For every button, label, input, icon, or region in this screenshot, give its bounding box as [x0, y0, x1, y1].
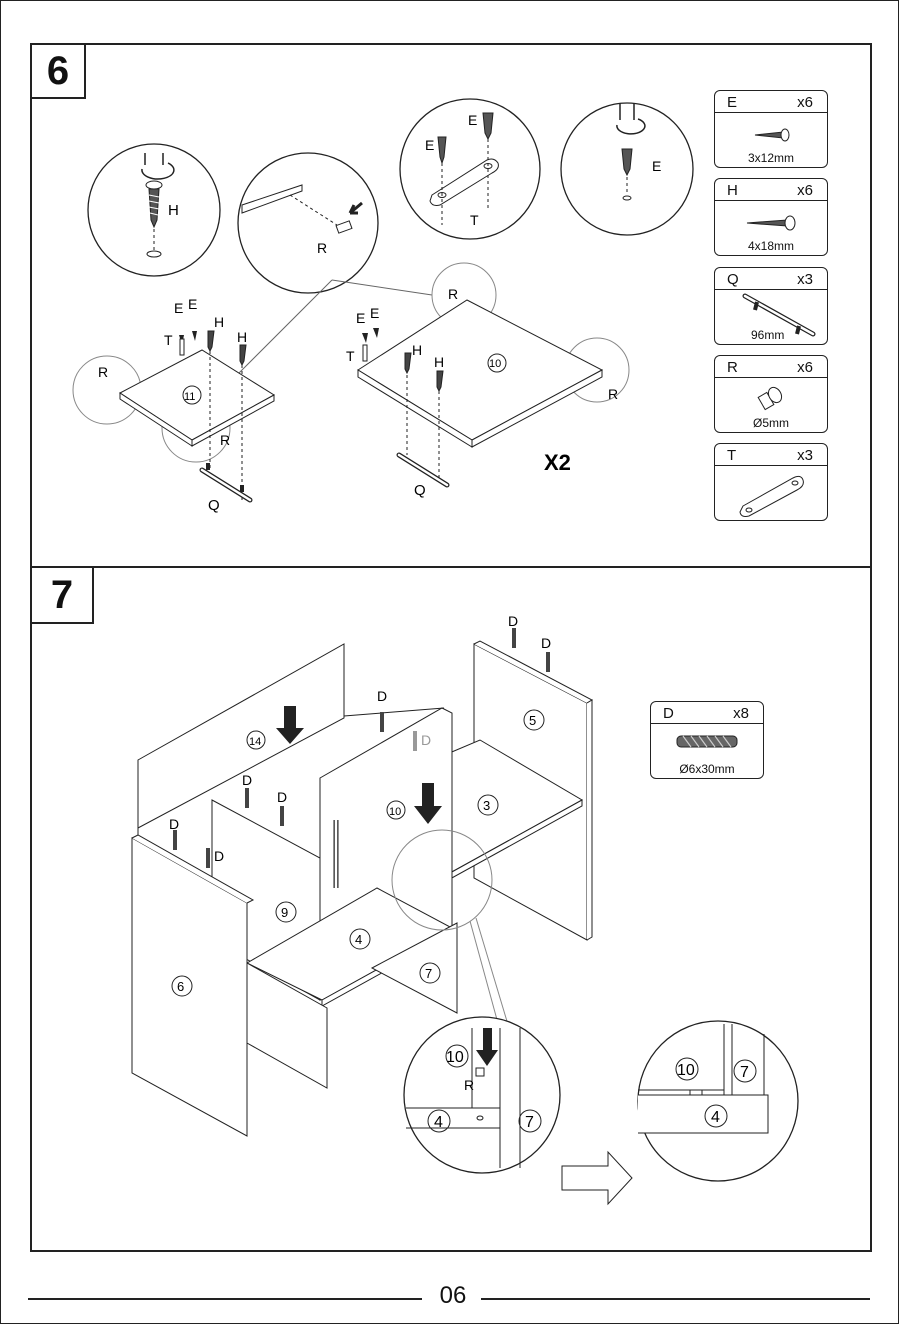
label-d-3: D — [377, 688, 387, 704]
label-e-11b: E — [188, 296, 197, 312]
connector-plate-icon — [715, 466, 825, 520]
part-qty: x6 — [797, 182, 813, 199]
detail-7-label: 7 — [525, 1114, 534, 1131]
label-e-plate-1: E — [425, 137, 434, 153]
step-7-illustration: 14 5 3 10 — [32, 568, 870, 1250]
part-letter: H — [727, 182, 738, 199]
wooden-dowel-icon — [651, 724, 761, 764]
page-number: 06 — [425, 1282, 481, 1310]
label-r-10a: R — [448, 286, 458, 302]
detail-circle-t-plate: E E T — [400, 99, 540, 239]
part-letter: R — [727, 359, 738, 376]
label-q-10: Q — [414, 482, 426, 499]
label-e-plate-2: E — [468, 112, 477, 128]
part-qty: x8 — [733, 705, 749, 722]
detail-circle-joint: 10 R 4 7 — [404, 1017, 560, 1173]
part-qty: x6 — [797, 359, 813, 376]
part-letter: D — [663, 705, 674, 722]
footer-line-right — [481, 1298, 870, 1300]
detail-4-label: 4 — [434, 1114, 443, 1131]
label-d-7: D — [169, 816, 179, 832]
multiplier-x2: X2 — [544, 450, 571, 475]
label-h-10a: H — [412, 342, 422, 358]
detail-circle-h-screw: H — [88, 144, 220, 276]
label-d-5: D — [242, 772, 252, 788]
result-10-label: 10 — [677, 1062, 695, 1079]
screw-long-icon — [715, 203, 825, 243]
panel-10-assembly: 10 E E T H H R R Q X2 — [346, 263, 629, 499]
part-qty: x3 — [797, 271, 813, 288]
label-h-10b: H — [434, 354, 444, 370]
detail-circle-r-pin: R — [238, 153, 378, 293]
detail-10-label: 10 — [446, 1049, 464, 1066]
panel-9-label: 9 — [281, 905, 288, 920]
part-size: Ø6x30mm — [651, 762, 763, 776]
part-size: 3x12mm — [715, 151, 827, 165]
panel-5-label: 5 — [529, 713, 536, 728]
step-6-panel: 6 H R — [30, 43, 872, 568]
label-t-10: T — [346, 348, 355, 364]
label-d-8: D — [214, 848, 224, 864]
label-d-6: D — [277, 789, 287, 805]
label-d-2: D — [541, 635, 551, 651]
part-size: 4x18mm — [715, 239, 827, 253]
detail-r-label: R — [464, 1077, 474, 1093]
label-e-10a: E — [356, 310, 365, 326]
label-r-detail: R — [317, 240, 327, 256]
part-size: Ø5mm — [715, 416, 827, 430]
result-4-label: 4 — [711, 1109, 720, 1126]
label-e-11a: E — [174, 300, 183, 316]
panel-6-label: 6 — [177, 979, 184, 994]
part-letter: T — [727, 447, 736, 464]
label-r-11b: R — [220, 432, 230, 448]
label-r-10b: R — [608, 386, 618, 402]
result-arrow-icon — [562, 1152, 632, 1204]
part-letter: Q — [727, 271, 739, 288]
label-d-1: D — [508, 613, 518, 629]
label-t-plate: T — [470, 212, 479, 228]
part-qty: x3 — [797, 447, 813, 464]
detail-circle-result: 10 7 4 — [638, 1021, 798, 1181]
label-r-11a: R — [98, 364, 108, 380]
detail-circle-e-screw: E — [561, 103, 693, 235]
screw-small-icon — [715, 115, 825, 155]
panel-14-label: 14 — [249, 736, 261, 748]
part-qty: x6 — [797, 94, 813, 111]
label-h-11b: H — [237, 329, 247, 345]
label-q-11: Q — [208, 497, 220, 514]
label-h-11a: H — [214, 314, 224, 330]
result-7-label: 7 — [740, 1064, 749, 1081]
part-size: 96mm — [715, 328, 827, 342]
label-t-11: T — [164, 332, 173, 348]
step-7-panel: 7 14 5 3 — [30, 566, 872, 1252]
panel-11-label: 11 — [184, 391, 195, 403]
label-e-detail: E — [652, 158, 661, 174]
panel-7-label: 7 — [425, 966, 432, 981]
label-e-10b: E — [370, 305, 379, 321]
footer-line-left — [28, 1298, 422, 1300]
panel-3-label: 3 — [483, 798, 490, 813]
panel-10-label: 10 — [489, 358, 501, 370]
panel-11-assembly: 11 E E T H H R R Q — [73, 296, 274, 514]
label-d-4: D — [421, 732, 431, 748]
panel-10-label-7: 10 — [389, 806, 401, 818]
label-h-detail: H — [168, 202, 179, 219]
part-letter: E — [727, 94, 737, 111]
shelf-pin-icon — [715, 380, 825, 420]
panel-4-label: 4 — [355, 932, 362, 947]
